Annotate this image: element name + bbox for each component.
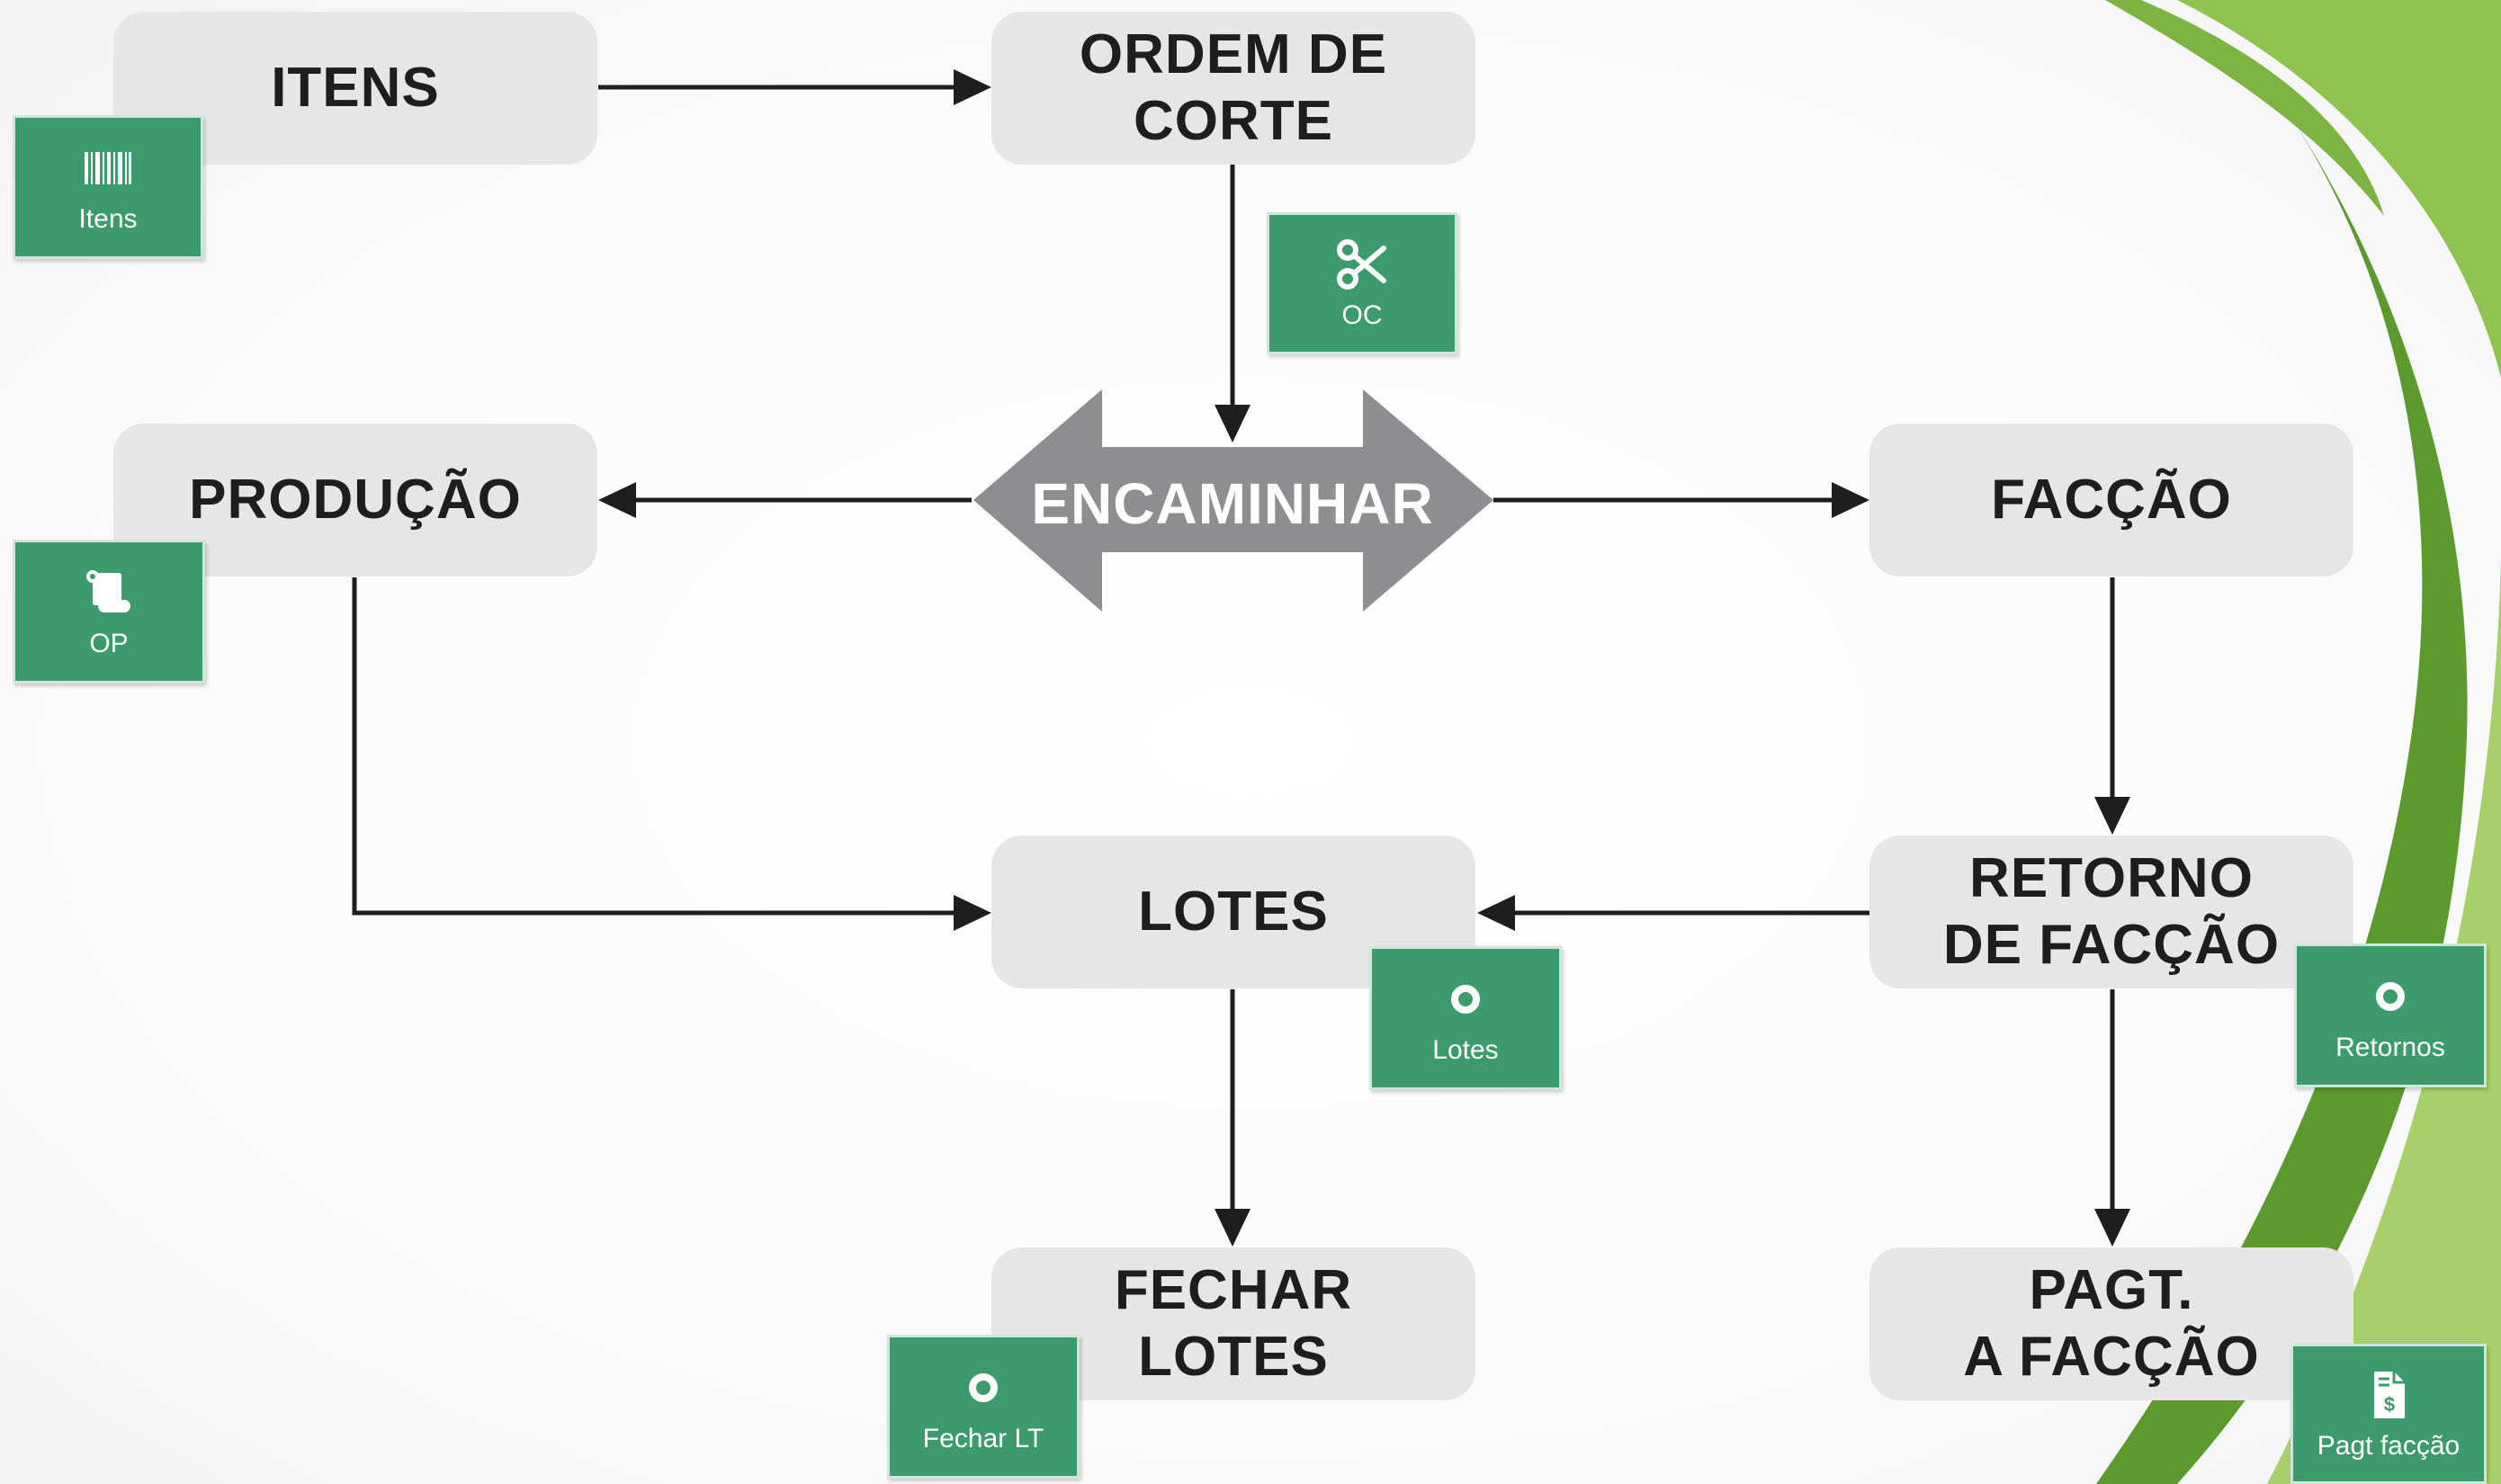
- invoice-dollar-icon: $: [2374, 1372, 2405, 1418]
- pagt-faccao-shortcut-button[interactable]: $ Pagt facção: [2290, 1344, 2487, 1484]
- node-retorno-de-faccao-label: RETORNO DE FACÇÃO: [1942, 847, 2281, 976]
- arrowhead-faccao: [1832, 482, 1869, 518]
- arrowhead-fechar: [1215, 1209, 1250, 1247]
- circle-icon: [969, 1373, 998, 1402]
- arrowhead-encaminhar-top: [1215, 405, 1250, 443]
- node-ordem-de-corte-label: ORDEM DE CORTE: [1079, 23, 1388, 152]
- arrowhead-ordem: [954, 69, 991, 105]
- arrow-producao-to-lotes: [352, 577, 958, 916]
- arrowhead-retorno: [2094, 797, 2130, 835]
- node-faccao: FACÇÃO: [1869, 424, 2353, 577]
- arrowhead-pagt: [2094, 1209, 2130, 1247]
- node-retorno-de-faccao: RETORNO DE FACÇÃO: [1869, 836, 2353, 988]
- op-shortcut-label: OP: [89, 629, 129, 658]
- oc-shortcut-button[interactable]: OC: [1267, 212, 1457, 354]
- itens-shortcut-label: Itens: [78, 204, 138, 234]
- node-ordem-de-corte: ORDEM DE CORTE: [991, 12, 1475, 165]
- swoosh-top-light: [2177, 0, 2501, 378]
- pagt-faccao-shortcut-label: Pagt facção: [2317, 1431, 2461, 1461]
- node-lotes-label: LOTES: [1138, 881, 1329, 943]
- arrowhead-lotes-right: [1477, 895, 1515, 931]
- barcode-icon: [85, 152, 131, 184]
- node-pagt-a-faccao-label: PAGT. A FACÇÃO: [1963, 1259, 2260, 1388]
- op-shortcut-button[interactable]: OP: [13, 540, 205, 684]
- lotes-shortcut-label: Lotes: [1432, 1035, 1499, 1065]
- oc-shortcut-label: OC: [1341, 300, 1383, 330]
- arrowhead-lotes-left: [954, 895, 991, 931]
- encaminhar-label: ENCAMINHAR: [1031, 471, 1434, 536]
- node-fechar-lotes-label: FECHAR LOTES: [1114, 1259, 1353, 1388]
- fechar-lt-shortcut-button[interactable]: Fechar LT: [887, 1335, 1080, 1479]
- itens-shortcut-button[interactable]: Itens: [13, 115, 203, 259]
- fechar-lt-shortcut-label: Fechar LT: [922, 1424, 1044, 1453]
- arrowhead-producao: [598, 482, 636, 518]
- node-producao-label: PRODUÇÃO: [189, 469, 522, 531]
- scissors-icon: [1337, 239, 1386, 290]
- node-pagt-a-faccao: PAGT. A FACÇÃO: [1869, 1247, 2353, 1400]
- scroll-icon: [86, 570, 130, 612]
- retornos-shortcut-label: Retornos: [2335, 1033, 2445, 1062]
- retornos-shortcut-button[interactable]: Retornos: [2294, 943, 2487, 1087]
- node-faccao-label: FACÇÃO: [1991, 469, 2232, 531]
- node-itens-label: ITENS: [271, 57, 440, 119]
- lotes-shortcut-button[interactable]: Lotes: [1369, 946, 1562, 1090]
- swoosh-top-band: [2105, 0, 2384, 216]
- circle-icon: [1451, 985, 1480, 1014]
- svg-text:$: $: [2384, 1393, 2395, 1416]
- circle-icon: [2376, 982, 2405, 1011]
